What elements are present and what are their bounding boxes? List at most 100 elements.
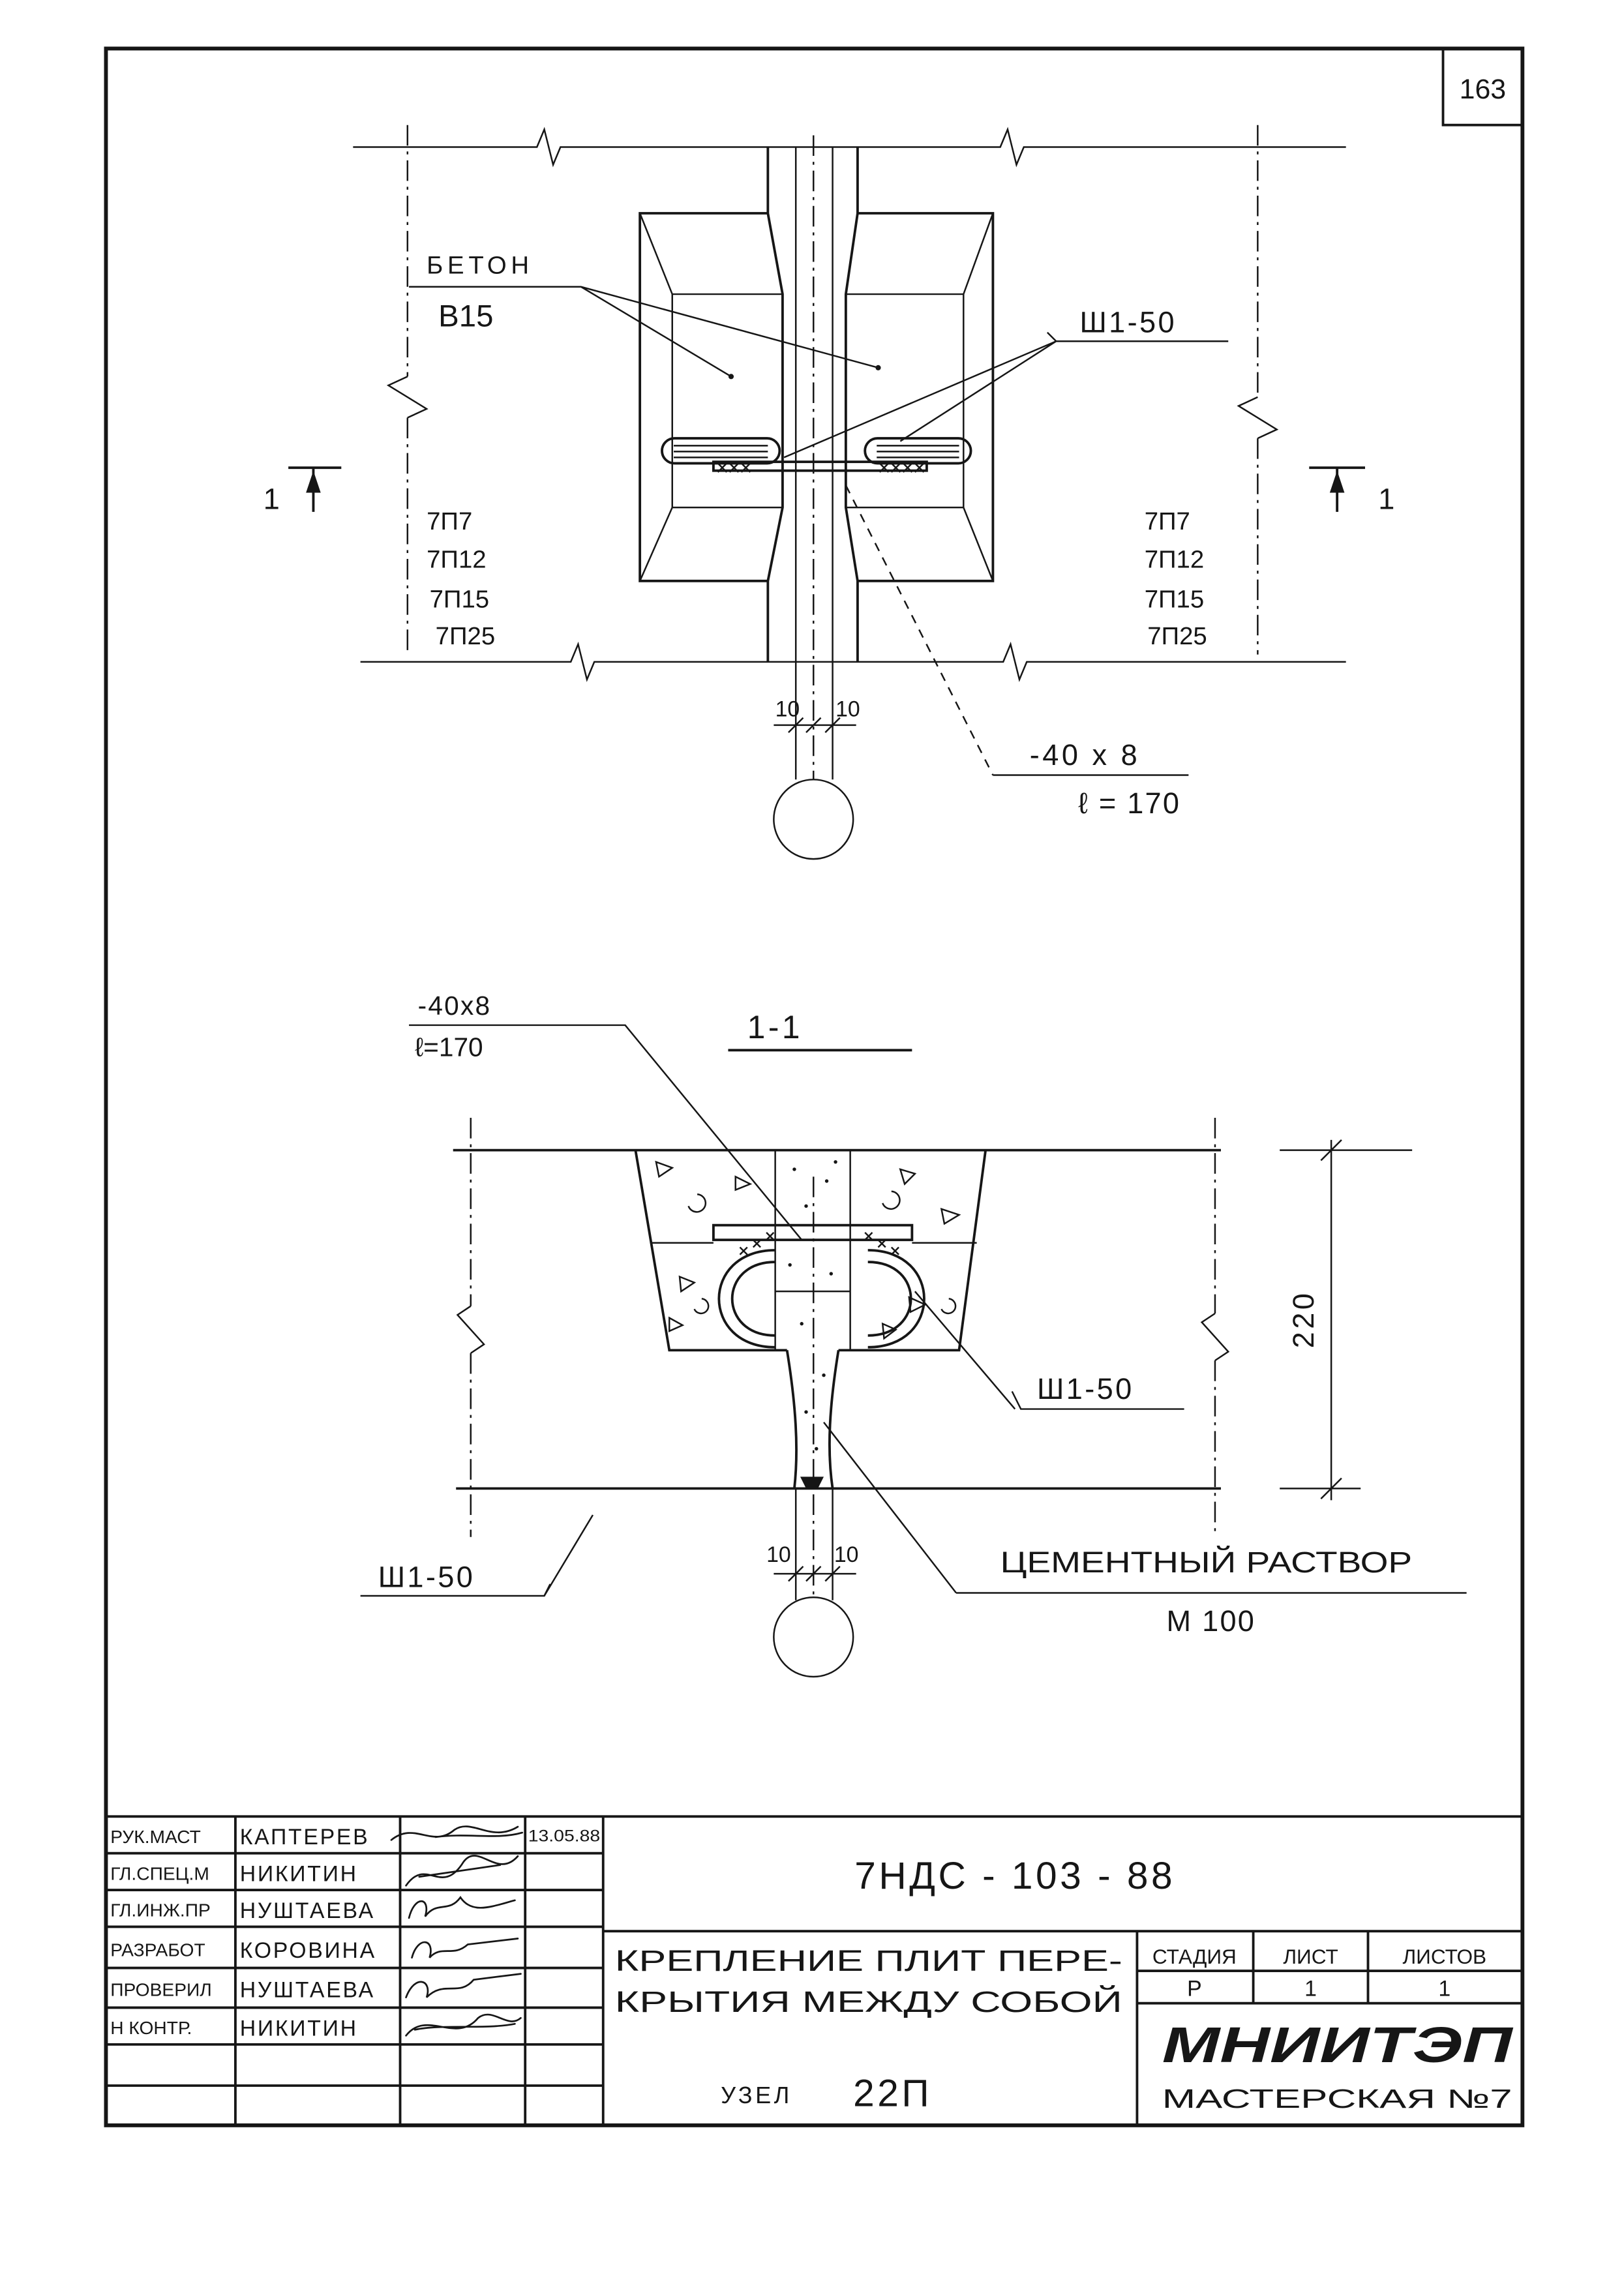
role-label: РАЗРАБОТ (110, 1940, 205, 1960)
slab-mark-right: 7П25 (1147, 622, 1207, 650)
slab-mark-left: 7П25 (436, 622, 496, 650)
plate-length: ℓ = 170 (1078, 787, 1180, 820)
drawing-title-line: КРЕПЛЕНИЕ ПЛИТ ПЕРЕ- (615, 1944, 1122, 1977)
section-mark-right-number: 1 (1378, 482, 1394, 515)
slab-mark-left: 7П12 (427, 546, 486, 574)
loop-label: Ш1-50 (1079, 306, 1177, 339)
role-label: ГЛ.ИНЖ.ПР (110, 1900, 211, 1921)
sheet-frame (104, 46, 1525, 2127)
section-mark-right (1309, 466, 1365, 512)
role-label: Н КОНТР. (110, 2017, 192, 2038)
break-mark-left (386, 376, 429, 419)
section-break-left (456, 1305, 485, 1354)
signature (390, 1825, 524, 1841)
dim-value-right: 10 (835, 697, 860, 721)
loop-weld-marks (739, 1232, 899, 1255)
title-block-lines (106, 1815, 1523, 2125)
slab-edge-top (353, 127, 1346, 168)
joint-pocket-outline (634, 1150, 987, 1352)
break-mark-right (1237, 396, 1279, 440)
height-dim-value: 220 (1287, 1291, 1320, 1349)
person-name: НУШТАЕВА (240, 1978, 375, 2003)
role-label: ГЛ.СПЕЦ.М (110, 1863, 209, 1883)
joint-inner-lines (794, 147, 834, 662)
title-block: РУК.МАСТ ГЛ.СПЕЦ.М ГЛ.ИНЖ.ПР РАЗРАБОТ ПР… (106, 1815, 1523, 2125)
slab-mark-right: 7П12 (1145, 546, 1205, 574)
person-name: НУШТАЕВА (240, 1898, 375, 1923)
weld-pad-left (661, 437, 781, 465)
dim-extension-lines (794, 661, 834, 780)
dim-value-left-section: 10 (766, 1542, 791, 1567)
sheets-header: ЛИСТОВ (1402, 1945, 1486, 1968)
section-break-right (1200, 1312, 1230, 1362)
signatures (390, 1825, 524, 2037)
node-number: 22П (853, 2073, 932, 2115)
concrete-hatch (655, 1160, 961, 1489)
plate-size: -40 х 8 (1030, 738, 1140, 772)
dim-extension-lines-section (794, 1488, 834, 1600)
concrete-label: БЕТОН (427, 251, 534, 279)
loop-bar-right (867, 1249, 925, 1349)
pocket-right (845, 213, 994, 582)
section-mark-left-number: 1 (263, 482, 280, 515)
weld-marks (717, 462, 925, 473)
person-name: НИКИТИН (240, 1862, 358, 1887)
pocket-left (639, 213, 783, 582)
section-title: 1-1 (747, 1009, 803, 1045)
role-label: ПРОВЕРИЛ (110, 1979, 212, 2000)
section-plate-length: ℓ=170 (415, 1032, 483, 1062)
loop-bar-left (717, 1249, 775, 1349)
document-code: 7НДС - 103 - 88 (854, 1855, 1175, 1897)
section-plate-leader (409, 1024, 803, 1240)
person-name: КАПТЕРЕВ (240, 1825, 370, 1850)
signature (405, 2013, 522, 2037)
organization-name: МНИИТЭП (1162, 2018, 1514, 2073)
plan-view: БЕТОН В15 Ш1-50 1 1 7П7 7П12 7П15 7П25 7… (263, 125, 1394, 860)
concrete-class: В15 (438, 299, 493, 334)
loop-label-left: Ш1-50 (378, 1560, 475, 1593)
page-number: 163 (1460, 74, 1506, 105)
mortar-label: ЦЕМЕНТНЫЙ РАСТВОР (1000, 1546, 1412, 1579)
sheets-value: 1 (1438, 1976, 1451, 2001)
approval-date: 13.05.88 (528, 1828, 601, 1846)
signature (405, 1855, 519, 1887)
signature (408, 1895, 516, 1919)
signature (411, 1938, 519, 1959)
mortar-grade: М 100 (1167, 1604, 1256, 1638)
recess-outline (639, 212, 995, 582)
concrete-leader (409, 286, 879, 378)
sheet-header: ЛИСТ (1283, 1945, 1338, 1968)
node-label: УЗЕЛ (721, 2082, 792, 2108)
leader-dot (728, 374, 734, 380)
section-mark-left (288, 466, 342, 512)
dim-value-left: 10 (775, 697, 800, 721)
joint-funnel (785, 1350, 840, 1489)
axis-marker-circle (773, 779, 854, 860)
slab-mark-left: 7П15 (430, 585, 489, 613)
drawing-title-line: КРЫТИЯ МЕЖДУ СОБОЙ (615, 1985, 1122, 2018)
height-dim-line (1280, 1139, 1413, 1501)
loop-leader (783, 331, 1229, 458)
slab-mark-right: 7П7 (1145, 507, 1190, 535)
loop-leader-left (360, 1514, 594, 1597)
axis-marker-circle-section (773, 1596, 854, 1678)
role-label: РУК.МАСТ (110, 1826, 201, 1847)
page-number-box (1441, 47, 1524, 127)
loop-label-right: Ш1-50 (1037, 1372, 1134, 1405)
stage-value: Р (1187, 1976, 1202, 2001)
sheet-value: 1 (1304, 1976, 1317, 2001)
slab-edge-bottom (360, 641, 1346, 682)
dim-value-right-section: 10 (834, 1542, 859, 1567)
dim-ticks (788, 717, 841, 734)
slab-mark-right: 7П15 (1145, 585, 1205, 613)
stage-header: СТАДИЯ (1152, 1945, 1237, 1968)
person-name: НИКИТИН (240, 2016, 358, 2041)
mortar-leader (823, 1422, 1467, 1594)
section-plate-size: -40х8 (418, 991, 492, 1021)
person-name: КОРОВИНА (240, 1938, 376, 1963)
steel-plate (712, 460, 928, 472)
loop-leader-right (914, 1291, 1184, 1410)
weld-pad-right (864, 437, 972, 465)
dim-ticks-section (788, 1566, 841, 1582)
